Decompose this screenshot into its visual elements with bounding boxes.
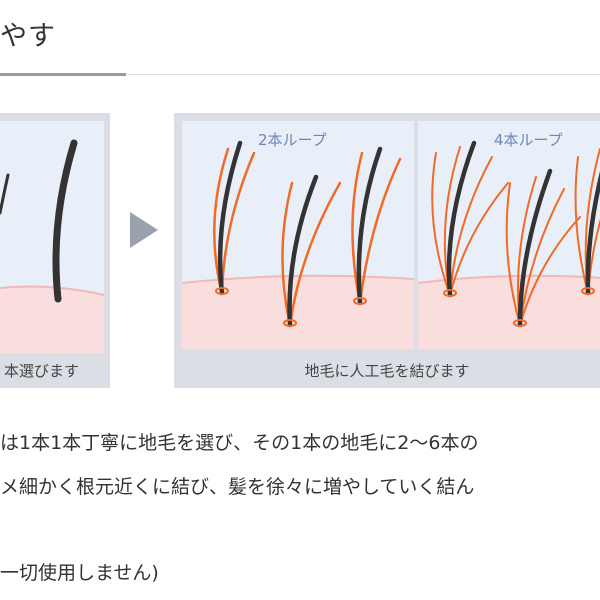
- section-heading: やす: [0, 21, 56, 52]
- after-caption: 地毛に人工毛を結びます: [304, 362, 470, 380]
- before-caption: 本選びます: [4, 362, 80, 380]
- description-line-1: は1本1本丁寧に地毛を選び、その1本の地毛に2〜6本の: [0, 432, 479, 454]
- before-illustration: [0, 121, 105, 353]
- heading-divider-accent: [0, 73, 126, 76]
- after-illustration: 2本ループ 4本ループ: [181, 121, 600, 349]
- loop4-label: 4本ループ: [494, 131, 563, 149]
- loop2-label: 2本ループ: [258, 131, 327, 149]
- heading-divider: [0, 74, 600, 75]
- before-panel: 本選びます: [0, 113, 110, 388]
- description-line-2: メ細かく根元近くに結び、髪を徐々に増やしていく結ん: [0, 476, 475, 498]
- after-panel: 2本ループ 4本ループ 地毛に人工毛を結びます: [174, 113, 600, 388]
- arrow-right-icon: [130, 212, 158, 248]
- description-line-3: 一切使用しません): [0, 562, 159, 584]
